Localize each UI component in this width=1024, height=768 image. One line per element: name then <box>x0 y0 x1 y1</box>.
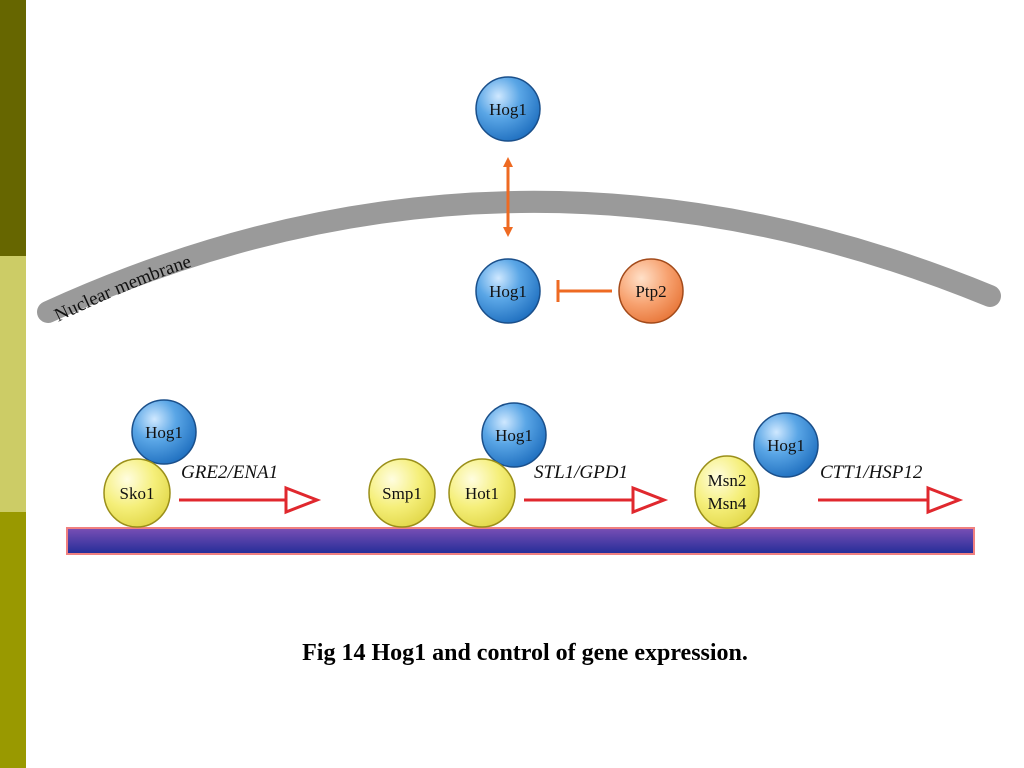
slide-bar-light <box>0 256 26 512</box>
hog1-bound-hot1: Hog1 <box>481 402 547 468</box>
svg-text:Hog1: Hog1 <box>767 436 805 455</box>
hog1-bound-sko1: Hog1 <box>131 399 197 465</box>
slide-bar-dark <box>0 0 26 256</box>
transcription-arrow-3 <box>818 485 964 515</box>
msn2-msn4-node: Msn2 Msn4 <box>694 455 760 529</box>
hot1-node: Hot1 <box>448 458 516 528</box>
svg-text:Msn4: Msn4 <box>708 494 747 513</box>
svg-text:Msn2: Msn2 <box>708 471 747 490</box>
svg-text:Hot1: Hot1 <box>465 484 499 503</box>
inhibition-arrow <box>556 280 612 302</box>
transcription-arrow-1 <box>179 485 322 515</box>
smp1-node: Smp1 <box>368 458 436 528</box>
svg-text:Hog1: Hog1 <box>145 423 183 442</box>
hog1-nucleus: Hog1 <box>475 258 541 324</box>
nuclear-membrane <box>37 190 1001 323</box>
svg-text:Hog1: Hog1 <box>489 282 527 301</box>
svg-text:Ptp2: Ptp2 <box>635 282 666 301</box>
gene-label-stl1-gpd1: STL1/GPD1 <box>534 462 628 483</box>
promoter-stl1-gpd1: Hog1 Smp1 Hot1 STL1/GPD1 <box>368 402 669 528</box>
ptp2-node: Ptp2 <box>618 258 684 324</box>
transcription-arrow-2 <box>524 485 669 515</box>
dna-strand <box>66 527 975 555</box>
promoter-ctt1-hsp12: Hog1 Msn2 Msn4 CTT1/HSP12 <box>694 412 964 529</box>
svg-text:Sko1: Sko1 <box>120 484 155 503</box>
slide-bar-olive <box>0 512 26 768</box>
promoter-gre2-ena1: Hog1 Sko1 GRE2/ENA1 <box>103 399 322 528</box>
figure-caption: Fig 14 Hog1 and control of gene expressi… <box>302 640 748 666</box>
svg-text:Hog1: Hog1 <box>495 426 533 445</box>
gene-label-ctt1-hsp12: CTT1/HSP12 <box>820 462 923 483</box>
sko1-node: Sko1 <box>103 458 171 528</box>
gene-label-gre2-ena1: GRE2/ENA1 <box>181 462 278 483</box>
membrane-label: Nuclear membrane <box>51 251 194 326</box>
svg-text:Hog1: Hog1 <box>489 100 527 119</box>
hog1-cytoplasm: Hog1 <box>475 76 541 142</box>
hog1-free-msn: Hog1 <box>753 412 819 478</box>
svg-text:Smp1: Smp1 <box>382 484 422 503</box>
